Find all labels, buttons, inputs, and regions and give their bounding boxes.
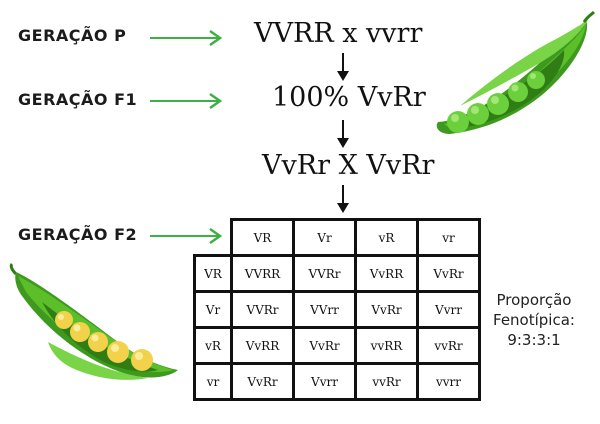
genotype-cell: Vvrr (292, 362, 357, 401)
proportion-ratio: 9:3:3:1 (507, 331, 561, 349)
genotype-cell: VvRr (292, 326, 357, 365)
cross-generation-p: VVRR x vvrr (254, 18, 423, 49)
genotype-cell: VVRr (230, 290, 295, 329)
row-header: vR (193, 326, 233, 365)
genotype-cell: vvRr (354, 362, 419, 401)
punnett-row: vR VvRR VvRr vvRR vvRr (193, 326, 481, 365)
col-header: vr (416, 218, 481, 257)
punnett-row: vr VvRr Vvrr vvRr vvrr (193, 362, 481, 401)
genotype-cell: VvRr (230, 362, 295, 401)
down-arrow-2 (337, 120, 349, 148)
genotype-cell: VvRR (354, 254, 419, 293)
genotype-cell: VvRr (354, 290, 419, 329)
label-generation-f2: GERAÇÃO F2 (18, 225, 138, 244)
genotype-cell: vvrr (416, 362, 481, 401)
down-arrow-1 (337, 53, 349, 81)
yellow-pea-pod-illustration (9, 262, 178, 380)
proportion-line-2: Fenotípica: (493, 311, 575, 329)
genotype-cell: VVrr (292, 290, 357, 329)
row-header: VR (193, 254, 233, 293)
genotype-cell: Vvrr (416, 290, 481, 329)
col-header: vR (354, 218, 419, 257)
green-pea-pod-illustration (436, 10, 595, 134)
cross-generation-f1: 100% VvRr (272, 82, 426, 113)
genotype-cell: vvRr (416, 326, 481, 365)
genotype-cell: vvRR (354, 326, 419, 365)
punnett-header-row: VR Vr vR vr (195, 218, 481, 257)
label-generation-f1: GERAÇÃO F1 (18, 90, 138, 109)
punnett-corner (195, 220, 232, 256)
genotype-cell: VVRR (230, 254, 295, 293)
label-generation-p: GERAÇÃO P (18, 26, 127, 45)
punnett-row: Vr VVRr VVrr VvRr Vvrr (193, 290, 481, 329)
punnett-square: VR Vr vR vr VR VVRR VVRr VvRR VvRr Vr VV… (193, 218, 481, 401)
row-header: vr (193, 362, 233, 401)
proportion-text: Proporção Fenotípica: 9:3:3:1 (486, 290, 582, 350)
green-arrow-f2 (150, 227, 223, 245)
down-arrow-3 (337, 185, 349, 213)
row-header: Vr (193, 290, 233, 329)
genotype-cell: VVRr (292, 254, 357, 293)
green-arrow-p (150, 29, 223, 47)
genotype-cell: VvRr (416, 254, 481, 293)
col-header: Vr (292, 218, 357, 257)
genotype-cell: VvRR (230, 326, 295, 365)
punnett-row: VR VVRR VVRr VvRR VvRr (193, 254, 481, 293)
green-arrow-f1 (150, 92, 223, 110)
cross-f1-self: VvRr X VvRr (262, 150, 435, 181)
col-header: VR (230, 218, 295, 257)
proportion-line-1: Proporção (496, 291, 572, 309)
